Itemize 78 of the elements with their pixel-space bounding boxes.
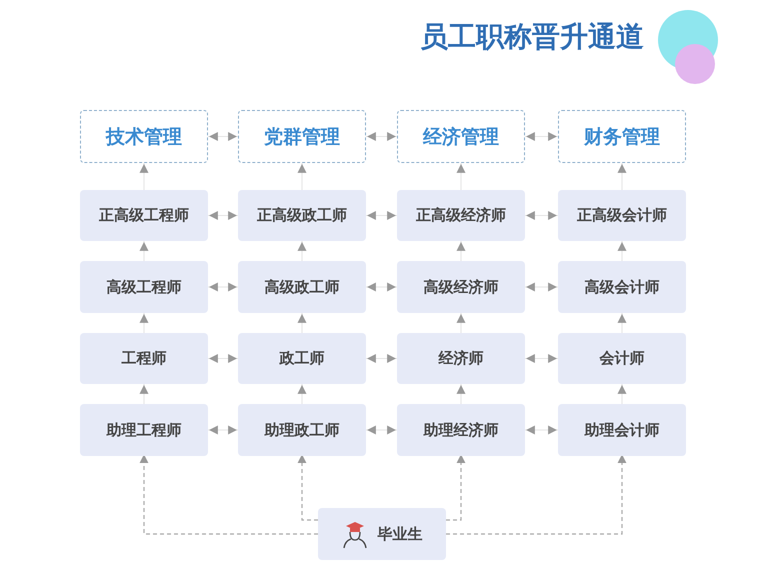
arrow <box>298 240 306 262</box>
arrow <box>524 132 558 141</box>
title-label: 正高级政工师 <box>257 206 347 225</box>
title-label: 正高级会计师 <box>577 206 667 225</box>
arrow <box>140 162 148 190</box>
title-label: 毕业生 <box>378 524 422 544</box>
title-box <box>397 190 525 241</box>
title-label: 经济师 <box>438 349 484 368</box>
arrow <box>524 426 558 434</box>
arrow <box>140 384 148 404</box>
title-box <box>397 333 525 384</box>
title-box <box>558 404 686 456</box>
arrow <box>456 240 466 262</box>
title-box <box>397 404 525 456</box>
arrow <box>366 282 398 292</box>
title-label: 助理政工师 <box>264 420 340 440</box>
arrow <box>366 354 398 363</box>
category-box <box>80 110 208 163</box>
title-box <box>80 190 208 241</box>
arrow <box>208 211 238 220</box>
title-label: 政工师 <box>280 349 324 368</box>
title-label: 高级经济师 <box>424 278 498 296</box>
arrow <box>208 282 238 292</box>
arrow <box>298 162 306 190</box>
dashed-connector <box>140 454 318 535</box>
arrow <box>524 354 558 363</box>
title: 员工职称晋升通道 <box>420 19 644 55</box>
title-box <box>558 190 686 241</box>
category-box <box>397 110 525 163</box>
category-label: 经济管理 <box>423 124 499 150</box>
title-label: 高级工程师 <box>106 278 182 296</box>
arrow <box>618 240 626 262</box>
title-label: 高级政工师 <box>264 278 340 296</box>
arrow <box>208 426 238 434</box>
arrow <box>208 354 238 363</box>
arrow <box>456 162 466 190</box>
category-box <box>238 110 366 163</box>
arrow <box>618 384 626 404</box>
title-box <box>558 261 686 313</box>
arrow <box>366 211 398 220</box>
arrow <box>366 426 398 434</box>
arrow <box>298 384 306 404</box>
title-box <box>80 333 208 384</box>
arrow <box>618 312 626 334</box>
title-box <box>238 404 366 456</box>
title-box <box>80 404 208 456</box>
arrow <box>140 312 148 334</box>
title-box <box>238 190 366 241</box>
arrow <box>456 384 466 404</box>
title-box <box>558 333 686 384</box>
title-label: 工程师 <box>122 349 166 368</box>
arrow <box>524 211 558 220</box>
arrow <box>524 282 558 292</box>
title-box <box>238 333 366 384</box>
title-label: 正高级工程师 <box>99 206 189 225</box>
arrow <box>366 132 398 141</box>
dashed-connector <box>446 454 626 535</box>
title-label: 高级会计师 <box>584 278 660 296</box>
arrow <box>208 132 238 141</box>
dashed-connector <box>298 454 318 521</box>
arrow <box>298 312 306 334</box>
title-label: 助理工程师 <box>106 420 182 440</box>
title-label: 会计师 <box>600 349 644 368</box>
dashed-connector <box>446 454 466 521</box>
category-label: 党群管理 <box>264 124 340 150</box>
start-box <box>318 508 446 560</box>
category-label: 技术管理 <box>106 124 182 150</box>
arrow <box>456 312 466 334</box>
title-label: 助理经济师 <box>424 420 498 440</box>
title-label: 助理会计师 <box>584 420 660 440</box>
arrow <box>140 240 148 262</box>
title-box <box>238 261 366 313</box>
arrow <box>618 162 626 190</box>
category-box <box>558 110 686 163</box>
title-box <box>397 261 525 313</box>
category-label: 财务管理 <box>584 124 660 150</box>
title-box <box>80 261 208 313</box>
title-label: 正高级经济师 <box>416 206 506 225</box>
